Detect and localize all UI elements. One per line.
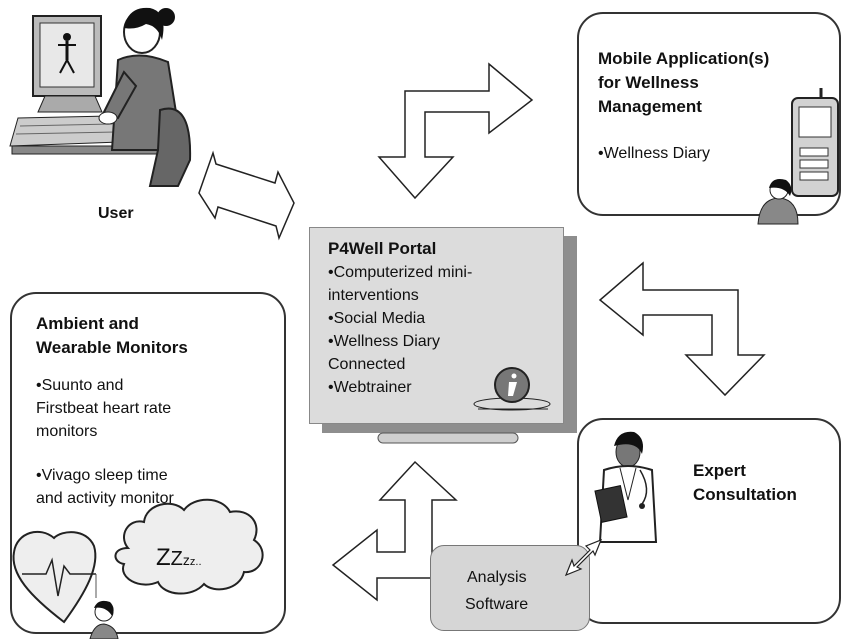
monitors-title-line-1: Ambient and — [36, 314, 139, 333]
monitors-item2-line-2: and activity monitor — [36, 490, 174, 507]
analysis-line-1: Analysis — [467, 569, 527, 586]
mobile-title-line-2: for Wellness — [598, 73, 699, 92]
analysis-line-2: Software — [465, 596, 529, 613]
user-portal-arrow — [198, 150, 295, 241]
portal-line-6: •Webtrainer — [328, 379, 412, 396]
monitors-item1-line-3: monitors — [36, 423, 98, 440]
mobile-portal-arrow — [377, 62, 534, 200]
portal-expert-arrow — [598, 261, 766, 397]
portal-title: P4Well Portal — [328, 239, 437, 258]
analysis-software-box: Analysis Software — [430, 545, 590, 631]
portal-line-2: interventions — [328, 287, 419, 304]
sleep-zzz-text: ZZzz.. — [156, 544, 202, 571]
portal-line-5: Connected — [328, 356, 406, 373]
monitors-item2-line-1: •Vivago sleep time — [36, 467, 168, 484]
monitors-item1-line-1: •Suunto and — [36, 377, 124, 394]
expert-title-line-1: Expert — [693, 461, 746, 480]
mobile-item-wellness-diary: •Wellness Diary — [598, 145, 710, 162]
portal-line-3: •Social Media — [328, 310, 426, 327]
mobile-title-line-1: Mobile Application(s) — [598, 49, 770, 68]
monitors-item1-line-2: Firstbeat heart rate — [36, 400, 172, 417]
portal-line-4: •Wellness Diary — [328, 333, 440, 350]
expert-title-line-2: Consultation — [693, 485, 797, 504]
portal-monitors-arrow — [331, 460, 458, 602]
portal-line-1: •Computerized mini- — [328, 264, 473, 281]
mobile-title-line-3: Management — [598, 97, 702, 116]
user-label: User — [98, 205, 134, 222]
monitors-title-line-2: Wearable Monitors — [36, 338, 188, 357]
